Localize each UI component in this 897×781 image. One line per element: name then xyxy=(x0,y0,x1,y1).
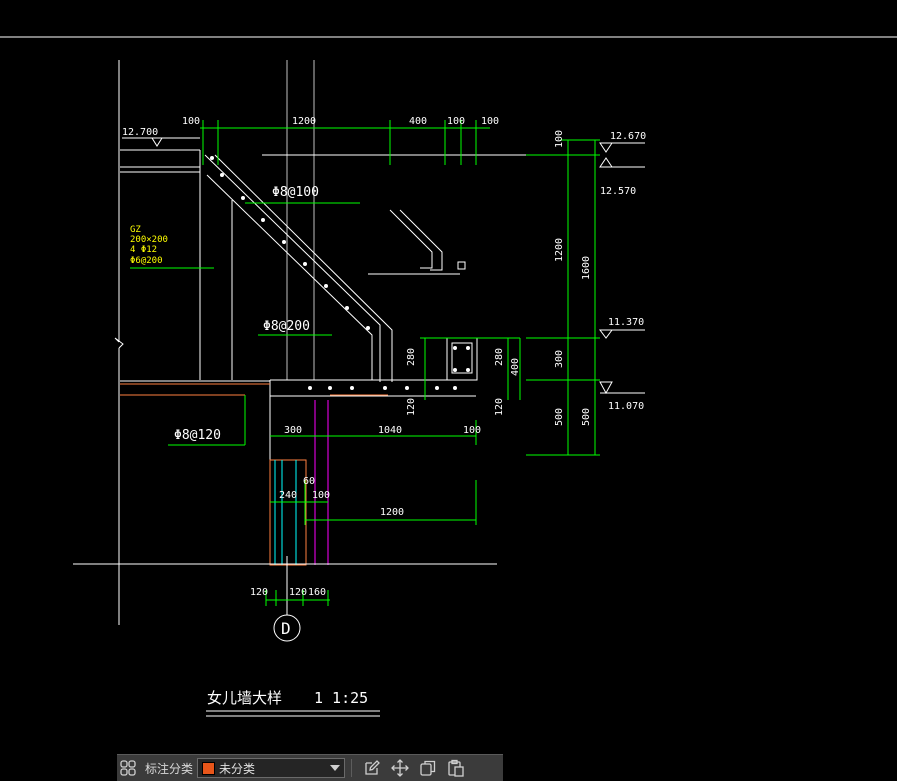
edit-button[interactable] xyxy=(358,757,386,779)
lower-wall xyxy=(269,400,329,566)
rebar-dots xyxy=(210,156,370,330)
guide-lines xyxy=(286,60,315,380)
copy-button[interactable] xyxy=(414,757,442,779)
elev-right-top: 12.670 xyxy=(610,131,646,142)
elevation-markers xyxy=(122,137,645,395)
category-select-value: 未分类 xyxy=(219,761,256,776)
column-note-0: GZ xyxy=(130,225,141,235)
grid-icon[interactable] xyxy=(117,757,139,779)
top-dim-3: 100 xyxy=(447,116,465,127)
beam-dim-0: 280 xyxy=(406,348,417,366)
bottom-dim-1: 120 xyxy=(289,587,307,598)
top-dim-4: 100 xyxy=(481,116,499,127)
bottom-dim-2: 160 xyxy=(308,587,326,598)
beam-dim-4: 120 xyxy=(494,398,505,416)
ring-beam xyxy=(120,337,478,460)
column-note-2: 4 Φ12 xyxy=(130,245,157,255)
left-wall xyxy=(114,60,124,625)
wall-dim-1: 240 xyxy=(279,490,297,501)
top-dim-1: 1200 xyxy=(292,116,316,127)
copy-icon xyxy=(420,760,436,776)
sloped-parapet xyxy=(204,154,393,382)
paste-button[interactable] xyxy=(442,757,470,779)
right-dim-1: 1200 xyxy=(554,238,565,262)
beam-rebar xyxy=(308,346,470,390)
paste-icon xyxy=(448,759,464,777)
category-color-swatch xyxy=(202,761,216,775)
top-dim-2: 400 xyxy=(409,116,427,127)
elev-right-mid: 11.370 xyxy=(608,317,644,328)
elev-right-bottom: 11.070 xyxy=(608,401,644,412)
mid-dim-1: 1040 xyxy=(378,425,402,436)
wall-dim-3: 1200 xyxy=(380,507,404,518)
mid-dim-2: 100 xyxy=(463,425,481,436)
wall-dim-2: 100 xyxy=(312,490,330,501)
title-underline xyxy=(206,710,380,717)
axis-bubble[interactable] xyxy=(273,614,301,642)
chevron-down-icon xyxy=(330,765,341,771)
rebar-label-phi8-120: Φ8@120 xyxy=(174,428,221,443)
move-button[interactable] xyxy=(386,757,414,779)
axis-bubble-label: D xyxy=(281,619,291,638)
column-note-1: 200×200 xyxy=(130,235,168,245)
rebar-label-phi8-100: Φ8@100 xyxy=(272,185,319,200)
mid-dim-0: 300 xyxy=(284,425,302,436)
beam-dim-3: 400 xyxy=(510,358,521,376)
top-dim-0: 100 xyxy=(182,116,200,127)
wall-dim-0: 60 xyxy=(303,476,315,487)
annotation-toolbar: 标注分类 未分类 xyxy=(117,754,503,781)
category-select[interactable]: 未分类 xyxy=(197,758,346,778)
drip-detail xyxy=(368,209,466,275)
column-note-3: Φ6@200 xyxy=(130,256,163,266)
right-dim-0: 100 xyxy=(554,130,565,148)
detail-scale: 1 1:25 xyxy=(314,689,368,707)
right-dim-2: 1600 xyxy=(581,256,592,280)
detail-title: 女儿墙大样 xyxy=(207,689,282,707)
elev-right-top-lower: 12.570 xyxy=(600,186,636,197)
dimension-lines xyxy=(130,120,600,606)
rebar-label-phi8-200: Φ8@200 xyxy=(263,319,310,334)
right-dim-5: 500 xyxy=(581,408,592,426)
beam-dim-1: 120 xyxy=(406,398,417,416)
top-slab xyxy=(120,149,600,380)
move-icon xyxy=(391,759,409,777)
orange-lines xyxy=(120,383,388,396)
beam-dim-2: 280 xyxy=(494,348,505,366)
right-dim-4: 500 xyxy=(554,408,565,426)
right-dim-3: 300 xyxy=(554,350,565,368)
toolbar-divider xyxy=(351,759,353,777)
edit-icon xyxy=(365,760,380,775)
category-label: 标注分类 xyxy=(145,761,194,776)
elev-left-top: 12.700 xyxy=(122,127,158,138)
bottom-dim-0: 120 xyxy=(250,587,268,598)
